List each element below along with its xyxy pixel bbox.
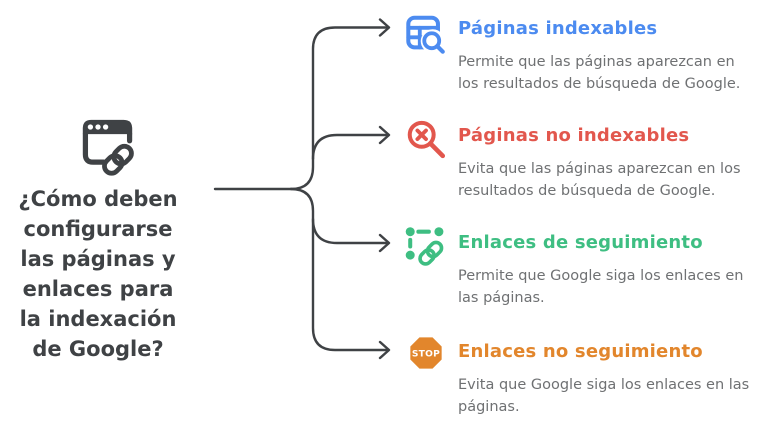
branch-enlaces-no-seguimiento: STOP Enlaces no seguimiento Evita que Go…	[404, 331, 756, 418]
branch-description: Permite que las páginas aparezcan en los…	[458, 54, 741, 92]
center-title: ¿Cómo deben configurarse las páginas y e…	[18, 187, 178, 361]
branch-paginas-indexables: Páginas indexables Permite que las págin…	[404, 8, 756, 95]
table-search-icon	[404, 12, 448, 56]
branch-enlaces-de-seguimiento: Enlaces de seguimiento Permite que Googl…	[404, 222, 756, 309]
stop-text: STOP	[412, 349, 440, 359]
stop-sign-icon: STOP	[406, 333, 446, 373]
branch-title: Enlaces no seguimiento	[458, 341, 703, 362]
branch-paginas-no-indexables: Páginas no indexables Evita que las pági…	[404, 115, 756, 202]
branch-description: Evita que las páginas aparezcan en los r…	[458, 161, 741, 199]
branch-title: Páginas no indexables	[458, 125, 690, 146]
branch-title: Páginas indexables	[458, 18, 658, 39]
tracked-links-icon	[404, 225, 448, 269]
branch-description: Permite que Google siga los enlaces en l…	[458, 268, 744, 306]
branch-description: Evita que Google siga los enlaces en las…	[458, 377, 750, 415]
branch-title: Enlaces de seguimiento	[458, 232, 703, 253]
browser-link-icon	[79, 115, 136, 176]
search-error-icon	[404, 119, 448, 163]
